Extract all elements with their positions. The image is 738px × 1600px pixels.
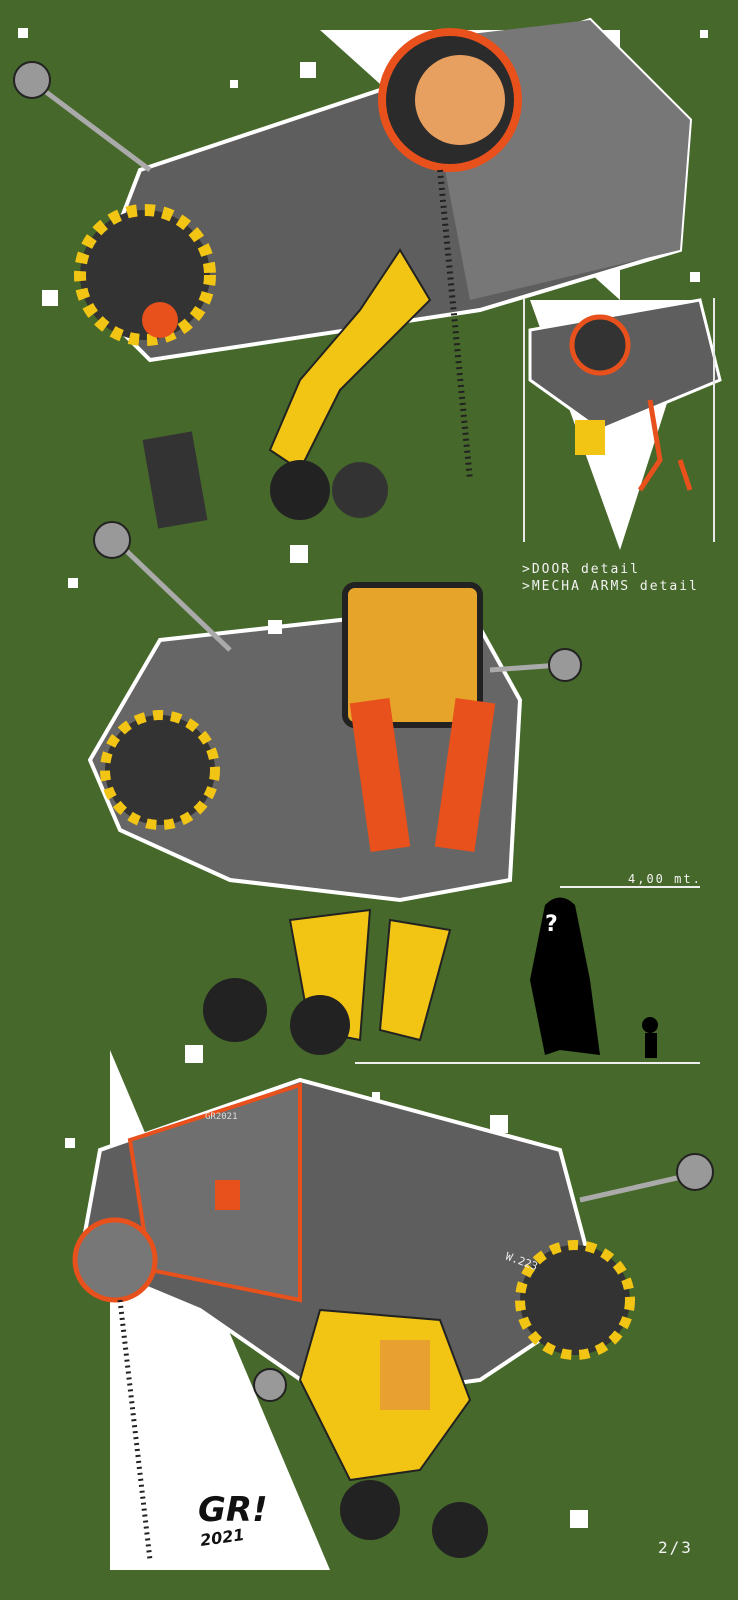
- unknown-figure-mark: ?: [545, 912, 558, 937]
- deco-square: [290, 545, 308, 563]
- hull-code: GR2021: [205, 1112, 238, 1122]
- door-detail-inset: [528, 298, 722, 492]
- deco-square: [490, 1115, 508, 1133]
- door-detail-caption: >DOOR detail: [522, 562, 640, 577]
- page-number: 2/3: [658, 1538, 693, 1557]
- deco-square: [372, 1092, 380, 1100]
- deco-square: [230, 80, 238, 88]
- vehicle-front-view: [87, 521, 582, 1055]
- deco-square: [690, 272, 700, 282]
- artist-signature: GR!: [198, 1490, 268, 1530]
- deco-square: [18, 28, 28, 38]
- deco-square: [185, 1045, 203, 1063]
- human-silhouette: [645, 1033, 657, 1058]
- deco-square: [570, 1510, 588, 1528]
- deco-square: [700, 30, 708, 38]
- detail-frame: [523, 298, 715, 542]
- deco-square: [65, 1138, 75, 1148]
- deco-square: [42, 290, 58, 306]
- deco-square: [268, 620, 282, 634]
- deco-square: [68, 578, 78, 588]
- scale-caption: 4,00 mt.: [628, 872, 702, 886]
- scale-reference: [355, 886, 700, 1064]
- arms-detail-caption: >MECHA ARMS detail: [522, 579, 699, 594]
- vehicle-rear-view: [72, 1077, 714, 1561]
- deco-square: [300, 62, 316, 78]
- vehicle-top-view: [13, 17, 693, 529]
- unknown-creature-silhouette: [530, 897, 600, 1055]
